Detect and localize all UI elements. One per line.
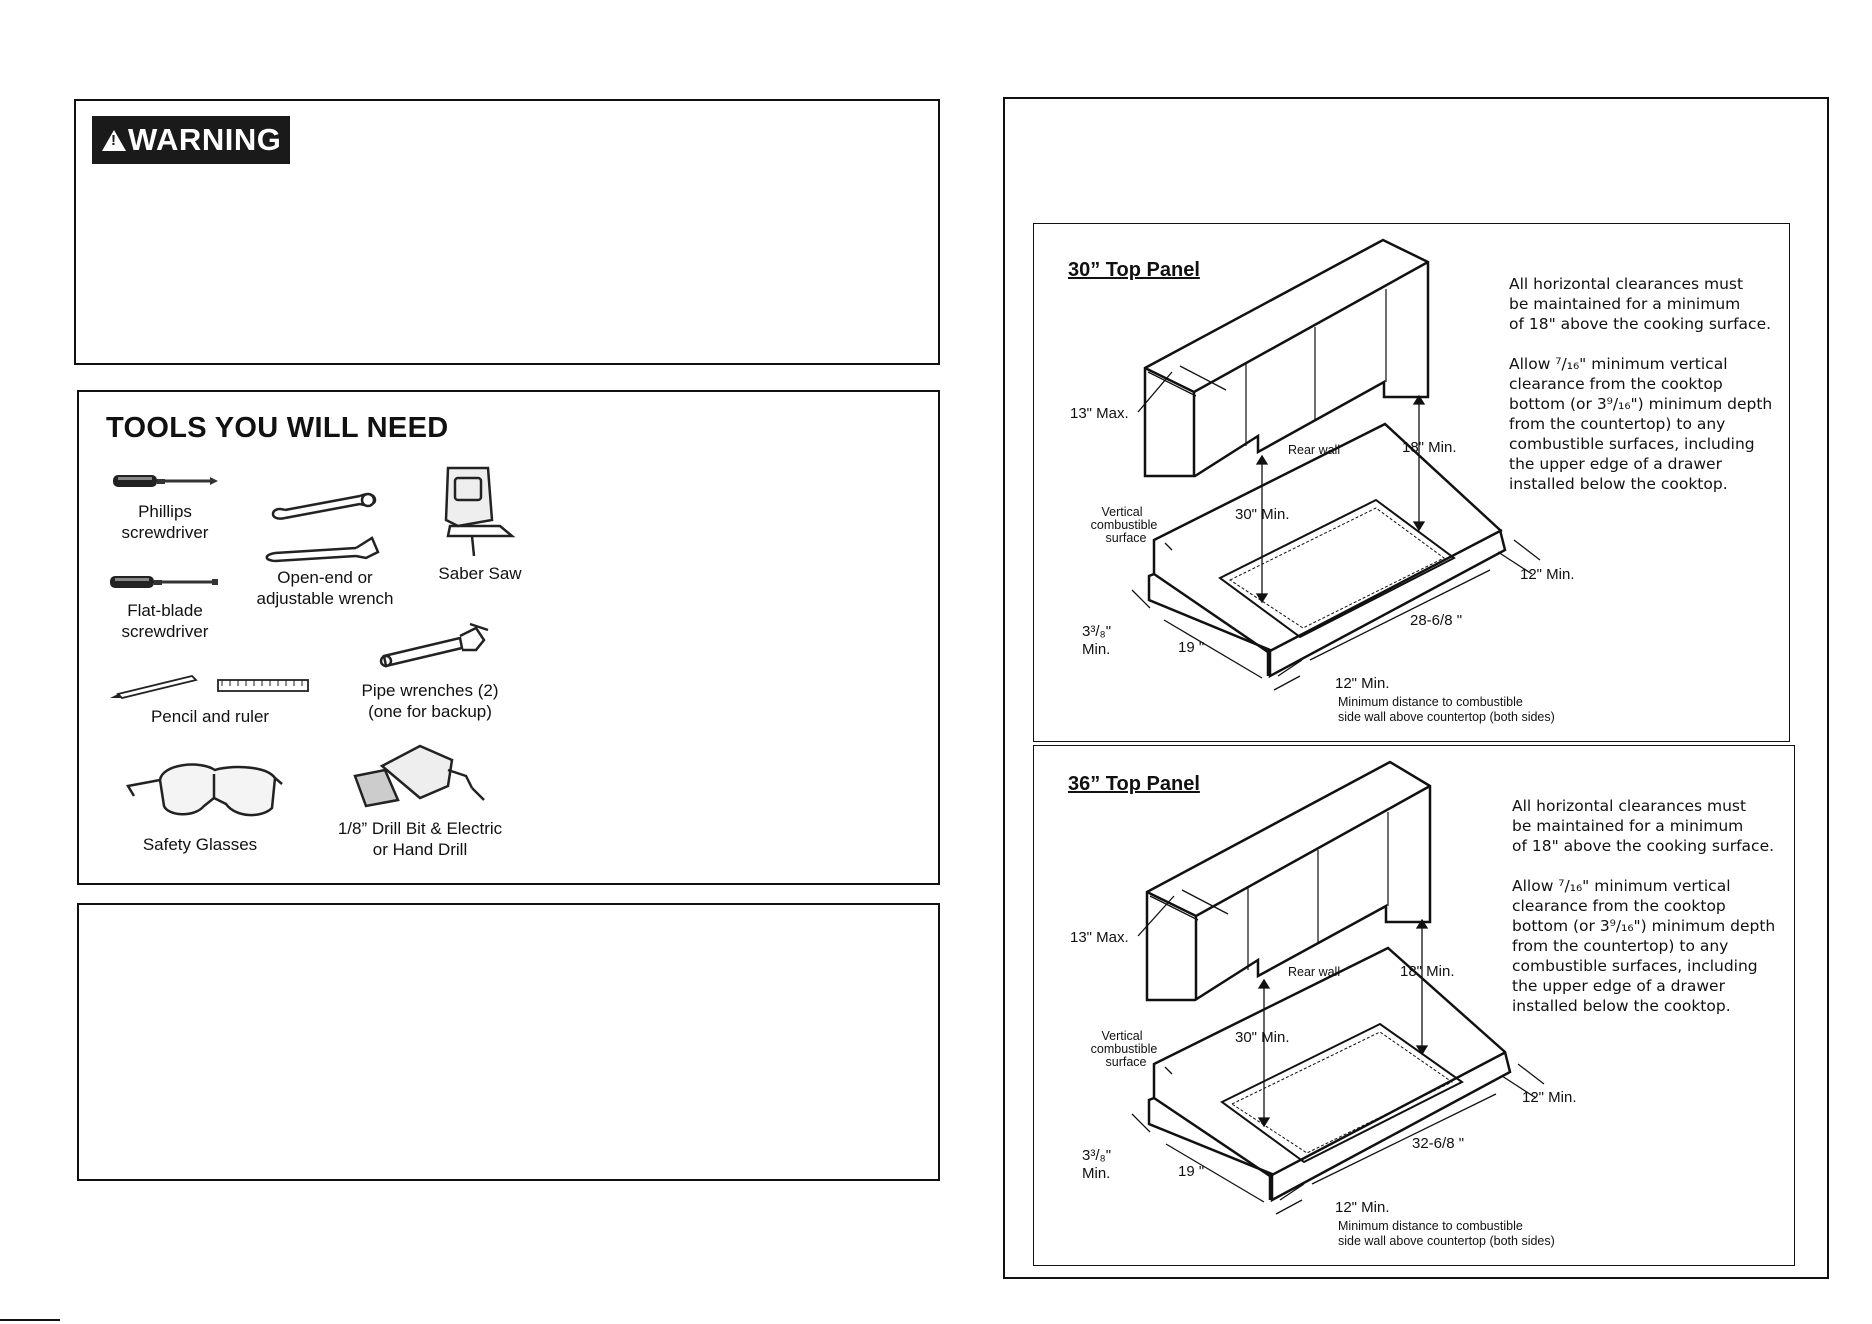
svg-text:12" Min.: 12" Min. xyxy=(1522,1089,1577,1106)
svg-text:surface: surface xyxy=(1106,1055,1147,1069)
svg-text:3³/₈": 3³/₈" xyxy=(1082,1147,1111,1164)
warning-badge: WARNING xyxy=(92,116,290,164)
panel-30-diagram: 13" Max. Rear wall 18" Min. Vertical com… xyxy=(1070,238,1575,724)
svg-text:surface: surface xyxy=(1106,531,1147,545)
svg-text:12" Min.: 12" Min. xyxy=(1335,675,1390,692)
svg-text:19 ": 19 " xyxy=(1178,639,1204,656)
panel-30-title: 30” Top Panel xyxy=(1068,259,1200,281)
tool-label-phillips: Phillips screwdriver xyxy=(121,502,209,542)
phillips-screwdriver-icon xyxy=(113,475,218,487)
drill-icon xyxy=(353,744,485,808)
svg-text:Minimum distance to combustibl: Minimum distance to combustible xyxy=(1338,1219,1523,1233)
tool-label-wrench: Open-end or adjustable wrench xyxy=(256,568,394,608)
svg-text:30" Min.: 30" Min. xyxy=(1235,1029,1290,1046)
panel-36-note: All horizontal clearances must be mainta… xyxy=(1512,797,1776,1015)
svg-text:30" Min.: 30" Min. xyxy=(1235,506,1290,523)
panel-36-diagram: 13" Max. Rear wall 18" Min. Vertical com… xyxy=(1070,760,1577,1248)
svg-text:13" Max.: 13" Max. xyxy=(1070,405,1129,422)
svg-text:Rear wall: Rear wall xyxy=(1288,443,1340,457)
tool-label-saber-saw: Saber Saw xyxy=(438,564,522,583)
flat-blade-screwdriver-icon xyxy=(110,576,218,588)
svg-text:side wall above countertop (bo: side wall above countertop (both sides) xyxy=(1338,710,1555,724)
tool-label-pipe-wrenches: Pipe wrenches (2) (one for backup) xyxy=(361,681,499,721)
saber-saw-icon xyxy=(444,466,516,557)
svg-text:combustible: combustible xyxy=(1091,1042,1158,1056)
pencil-icon xyxy=(110,675,198,699)
svg-text:Minimum distance to combustibl: Minimum distance to combustible xyxy=(1338,695,1523,709)
tools-title: TOOLS YOU WILL NEED xyxy=(106,412,449,444)
pipe-wrench-icon xyxy=(379,622,489,668)
wrench-icon xyxy=(265,492,380,563)
safety-glasses-icon xyxy=(126,763,283,817)
svg-text:19 ": 19 " xyxy=(1178,1163,1204,1180)
svg-text:18" Min.: 18" Min. xyxy=(1402,439,1457,456)
svg-text:18" Min.: 18" Min. xyxy=(1400,963,1455,980)
tool-label-flat-blade: Flat-blade screwdriver xyxy=(121,601,209,641)
panel-30-note: All horizontal clearances must be mainta… xyxy=(1509,275,1773,493)
ruler-icon xyxy=(217,679,309,692)
tool-label-pencil-ruler: Pencil and ruler xyxy=(150,707,270,726)
svg-text:side wall above countertop (bo: side wall above countertop (both sides) xyxy=(1338,1234,1555,1248)
svg-text:Vertical: Vertical xyxy=(1102,1029,1143,1043)
svg-text:12" Min.: 12" Min. xyxy=(1520,566,1575,583)
page-bottom-rule xyxy=(0,1319,60,1321)
svg-text:Rear wall: Rear wall xyxy=(1288,965,1340,979)
tool-label-safety-glasses: Safety Glasses xyxy=(142,835,258,854)
tool-label-drill: 1/8” Drill Bit & Electric or Hand Drill xyxy=(337,819,503,859)
svg-text:3³/₈": 3³/₈" xyxy=(1082,623,1111,640)
svg-text:32-6/8 ": 32-6/8 " xyxy=(1412,1135,1464,1152)
warning-label: WARNING xyxy=(128,122,282,157)
warning-triangle-icon xyxy=(102,129,126,151)
blank-box xyxy=(77,903,940,1181)
svg-text:Vertical: Vertical xyxy=(1102,505,1143,519)
svg-text:13" Max.: 13" Max. xyxy=(1070,929,1129,946)
svg-text:Min.: Min. xyxy=(1082,1165,1110,1182)
svg-text:12" Min.: 12" Min. xyxy=(1335,1199,1390,1216)
svg-text:Min.: Min. xyxy=(1082,641,1110,658)
svg-text:28-6/8 ": 28-6/8 " xyxy=(1410,612,1462,629)
panel-36-title: 36” Top Panel xyxy=(1068,773,1200,795)
tools-icons xyxy=(110,466,516,817)
svg-text:combustible: combustible xyxy=(1091,518,1158,532)
